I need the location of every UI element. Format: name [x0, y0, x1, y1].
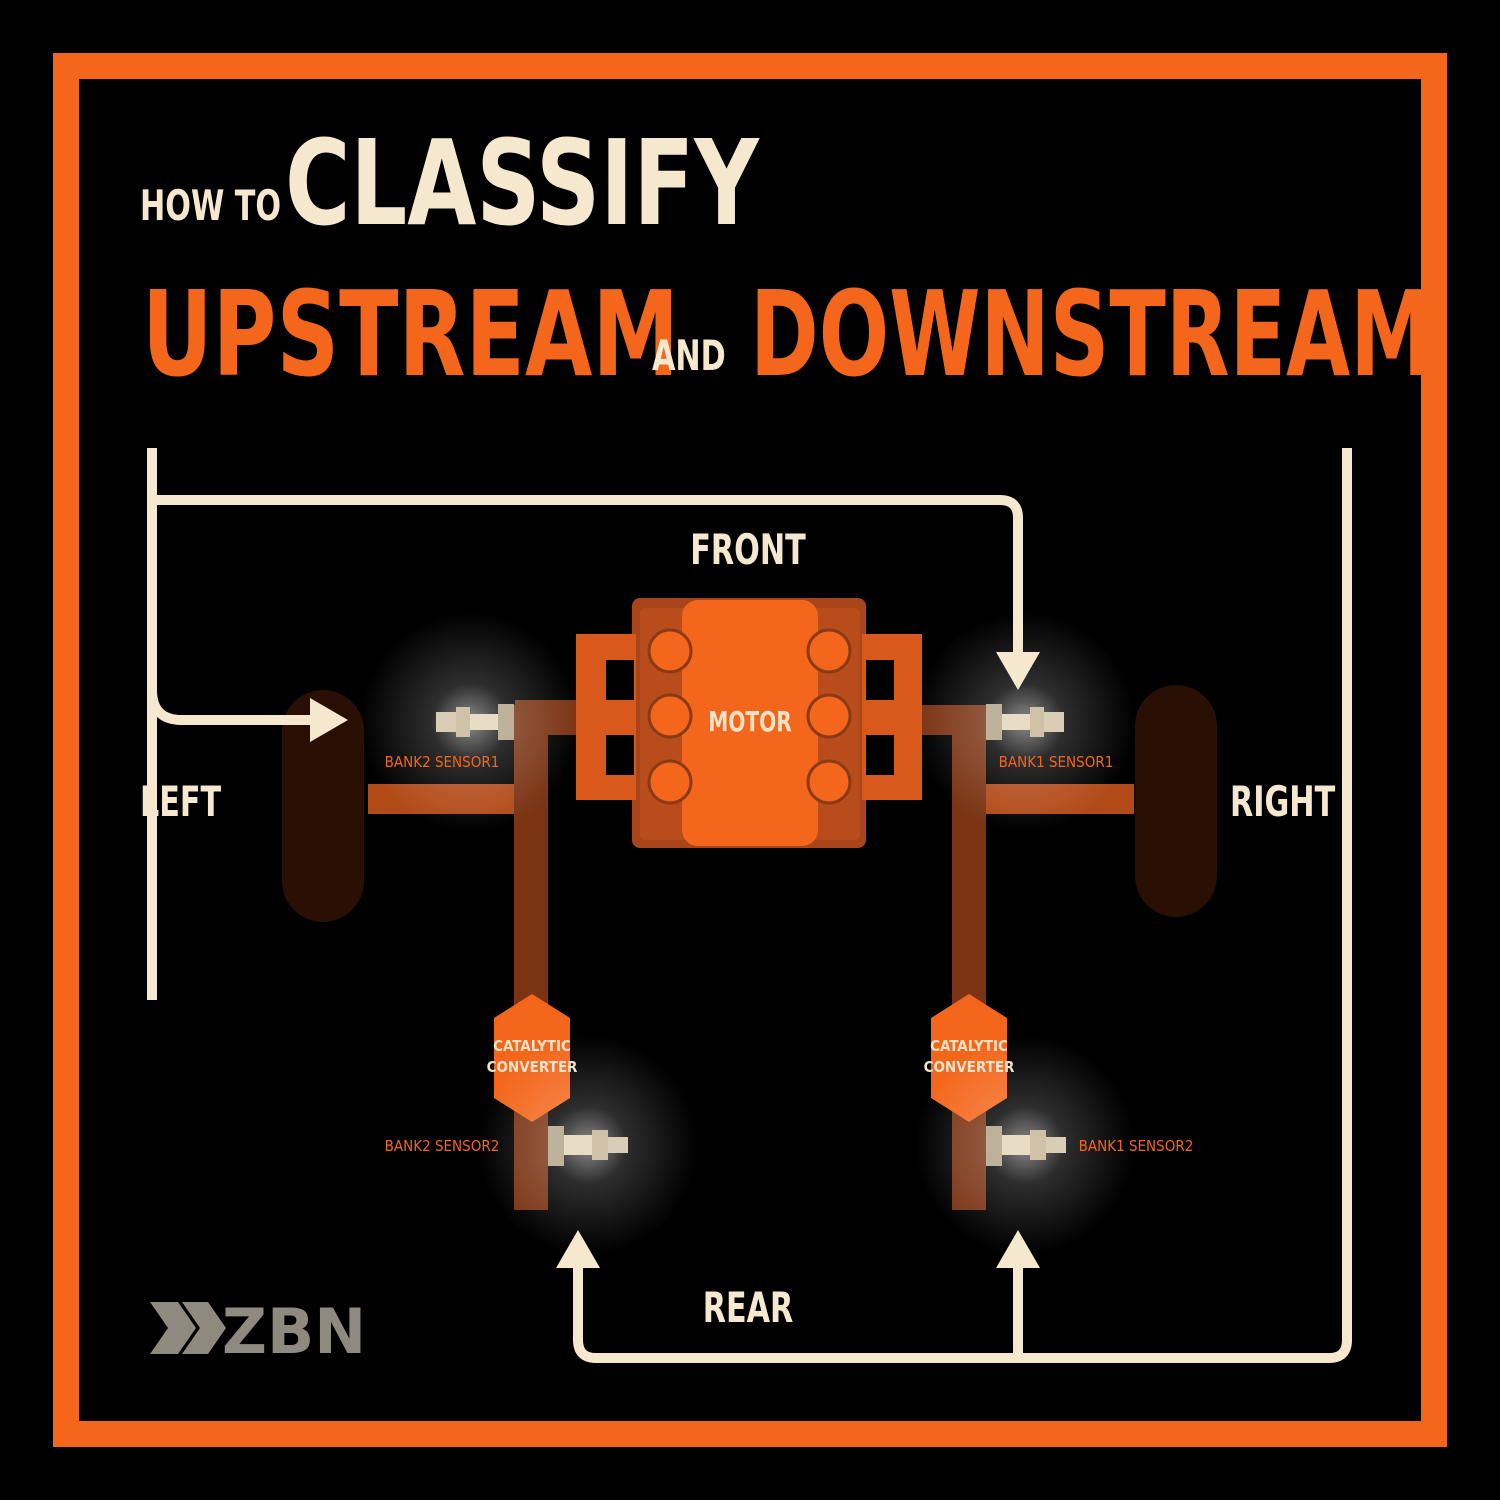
- manifold-slot-r2: [866, 735, 894, 775]
- logo-chevron-mark: [150, 1302, 226, 1354]
- title-downstream: DOWNSTREAM: [750, 266, 1433, 403]
- engine-manifold-left: [576, 634, 636, 800]
- arrowhead-bank2-sensor2: [556, 1230, 600, 1268]
- o2-sensor-bank2-sensor1: [436, 704, 514, 740]
- logo-wordmark: ZBN: [222, 1295, 366, 1368]
- label-bank2-sensor1: BANK2 SENSOR1: [385, 753, 500, 771]
- label-bank1-sensor2: BANK1 SENSOR2: [1079, 1137, 1194, 1155]
- label-left: LEFT: [140, 777, 222, 826]
- title-and: AND: [652, 331, 726, 380]
- cylinder-l3: [647, 759, 693, 805]
- arrowhead-bank1-sensor2: [996, 1230, 1040, 1268]
- manifold-slot-l1: [606, 660, 634, 700]
- arrowhead-bank2-sensor1: [310, 698, 348, 742]
- front-arrow-path: [147, 448, 1023, 1000]
- label-rear: REAR: [703, 1283, 794, 1332]
- label-right: RIGHT: [1230, 777, 1336, 826]
- cylinder-l1: [647, 628, 693, 674]
- zbn-logo: ZBN: [150, 1295, 366, 1368]
- right-wheel: [1135, 685, 1217, 917]
- o2-sensor-bank2-sensor2: [548, 1126, 628, 1166]
- o2-sensor-bank1-sensor2: [986, 1126, 1066, 1166]
- title-main: CLASSIFY: [285, 115, 760, 253]
- engine-label: MOTOR: [708, 704, 792, 737]
- arrowhead-bank1-sensor1: [996, 652, 1040, 690]
- manifold-slot-r1: [866, 660, 894, 700]
- left-wheel: [282, 690, 364, 922]
- rear-arrow-path: [573, 448, 1352, 1363]
- outer-frame: [53, 53, 1447, 1447]
- title-upstream: UPSTREAM: [142, 267, 679, 404]
- title-prefix: HOW TO: [140, 181, 281, 230]
- manifold-slot-l2: [606, 735, 634, 775]
- label-bank1-sensor1: BANK1 SENSOR1: [999, 753, 1114, 771]
- engine-core: [682, 600, 818, 846]
- cylinder-r1: [806, 628, 852, 674]
- label-bank2-sensor2: BANK2 SENSOR2: [385, 1137, 500, 1155]
- engine-manifold-right: [862, 634, 922, 800]
- cylinder-r2: [806, 693, 852, 739]
- o2-sensor-bank1-sensor1: [986, 704, 1064, 740]
- label-front: FRONT: [690, 525, 806, 574]
- cylinder-r3: [806, 759, 852, 805]
- cylinder-l2: [647, 693, 693, 739]
